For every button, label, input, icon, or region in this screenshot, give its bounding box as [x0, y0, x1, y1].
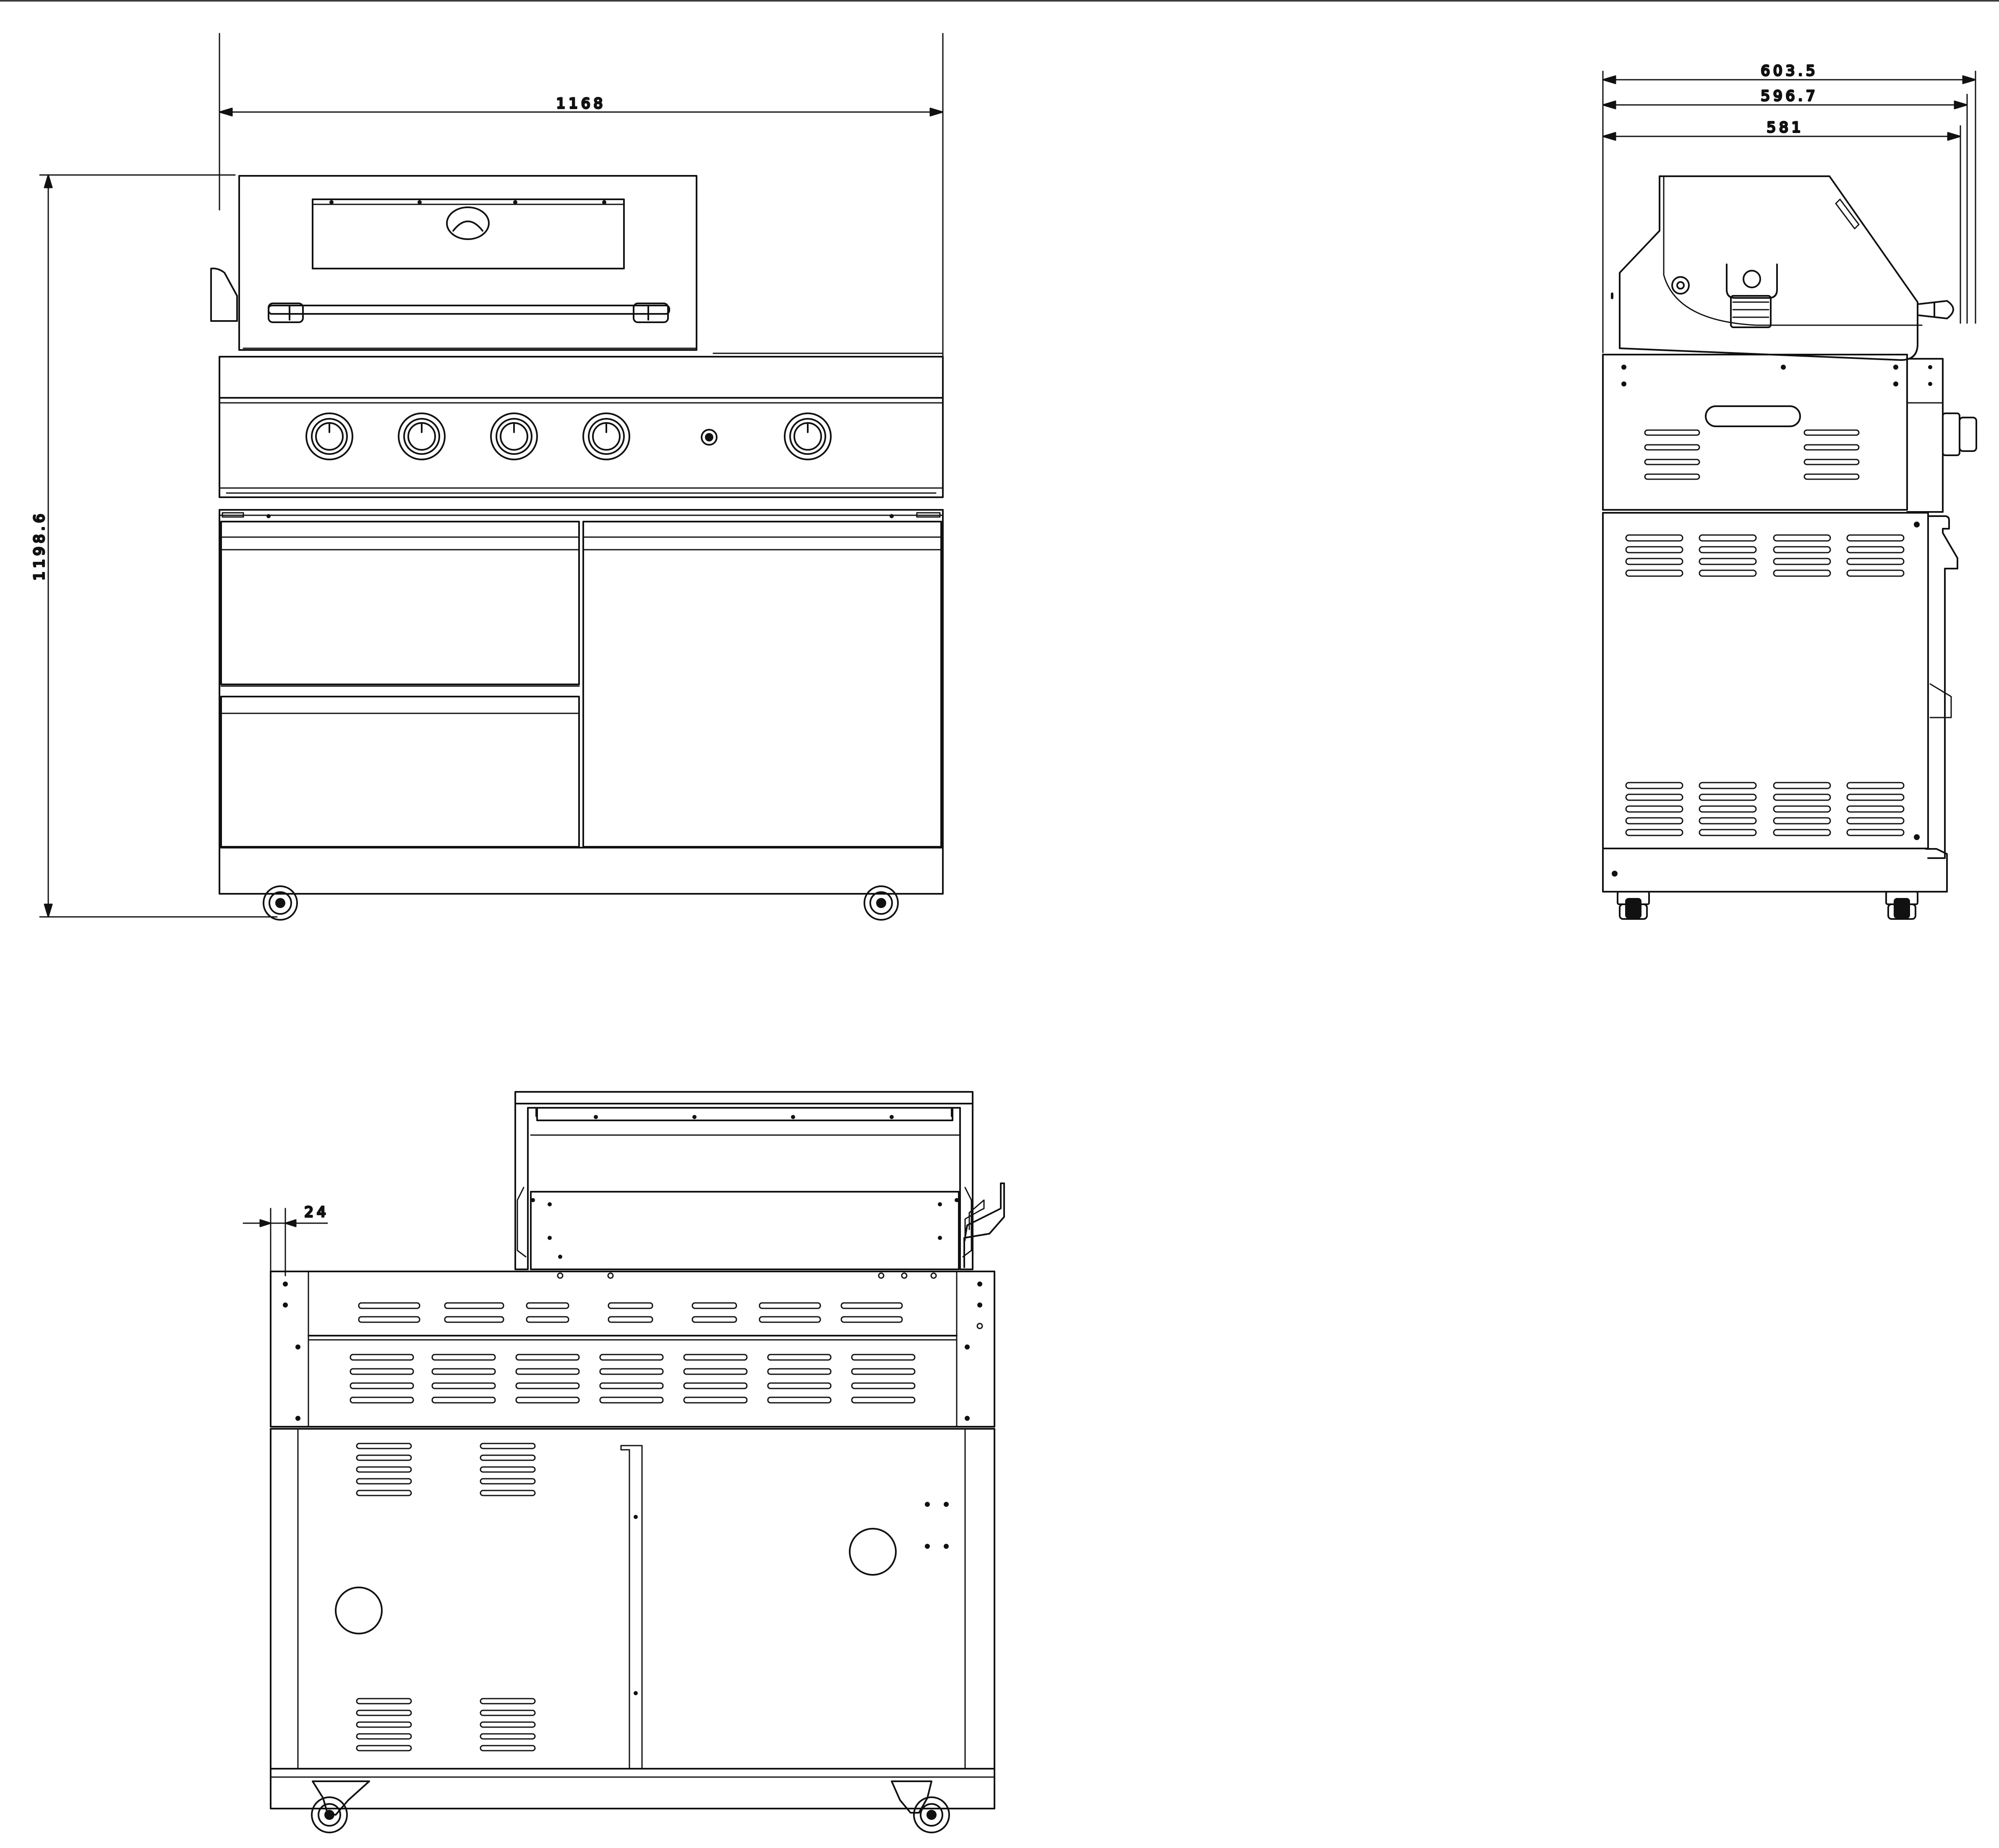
side-knob — [1942, 412, 1977, 456]
front-knob-2 — [398, 412, 446, 460]
side-thermometer — [1671, 276, 1690, 295]
front-lid-window — [312, 198, 625, 269]
front-side-bracket — [210, 267, 238, 322]
rear-cabinet-bottom-vents — [356, 1698, 536, 1751]
rear-housing-lower-vents — [350, 1354, 916, 1404]
rear-panel-hole-right — [849, 1528, 897, 1576]
front-view: 1168 1198.6 — [30, 33, 944, 921]
front-height-dimension — [39, 174, 278, 918]
front-knob-5 — [784, 412, 832, 460]
rear-housing-upper-vents — [358, 1302, 903, 1323]
front-height-label: 1198.6 — [31, 511, 48, 581]
front-igniter-button — [701, 429, 718, 446]
rear-wheel-right — [891, 1780, 950, 1833]
rear-open-lid — [514, 1091, 1005, 1270]
side-upper-vents — [1625, 534, 1905, 577]
rear-cabinet-top-vents — [356, 1443, 536, 1496]
front-wheel-left — [263, 885, 298, 921]
front-wheel-right — [864, 885, 899, 921]
side-control-housing — [1602, 354, 1908, 511]
side-handle-slot — [1705, 405, 1801, 427]
front-width-label: 1168 — [556, 95, 606, 112]
side-lid-hinge — [1726, 264, 1778, 328]
side-width-body-label: 581 — [1767, 119, 1804, 136]
side-cabinet — [1602, 512, 1929, 849]
side-lower-vents — [1625, 782, 1905, 836]
rear-view: 24 — [243, 1091, 1005, 1833]
side-base — [1602, 848, 1948, 893]
front-temperature-gauge — [446, 206, 490, 240]
rear-panel-hole-left — [335, 1587, 383, 1634]
front-door — [582, 521, 942, 848]
side-lid — [1619, 175, 1918, 361]
side-wheel-right — [1885, 891, 1918, 920]
side-view: 603.5 596.7 581 — [1602, 62, 1977, 920]
front-knob-3 — [490, 412, 538, 460]
front-lid — [238, 175, 697, 351]
front-lid-handle — [268, 303, 670, 323]
front-lower-drawer — [220, 696, 580, 848]
side-width-overall-label: 603.5 — [1761, 63, 1818, 79]
rear-base — [270, 1768, 995, 1809]
front-upper-drawer — [220, 521, 580, 685]
front-width-dimension — [219, 33, 944, 358]
side-lid-handle — [1917, 300, 1954, 319]
front-control-panel — [219, 356, 944, 498]
side-dimensions — [1602, 70, 1976, 353]
side-wheel-left — [1617, 891, 1650, 920]
side-housing-vents — [1644, 429, 1860, 480]
side-width-mid-label: 596.7 — [1761, 88, 1818, 104]
rear-offset-dimension — [243, 1208, 328, 1276]
front-knob-1 — [305, 412, 353, 460]
front-cabinet — [219, 509, 944, 895]
rear-wheel-left — [311, 1780, 370, 1833]
rear-offset-label: 24 — [304, 1204, 329, 1221]
front-knob-4 — [582, 412, 630, 460]
